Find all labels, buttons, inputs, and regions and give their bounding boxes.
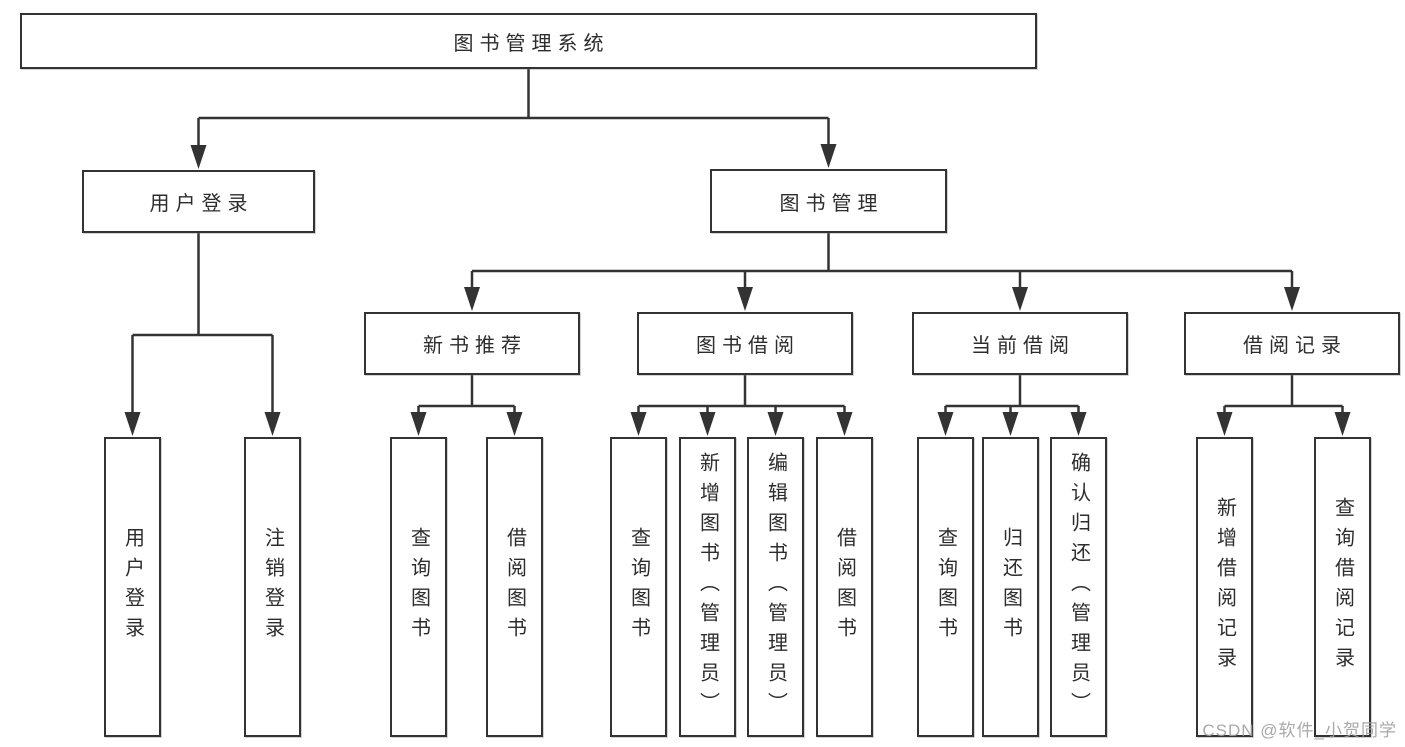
leaf-confirm-return-admin: 确认归还（管理员） — [1050, 437, 1107, 737]
node-label: 查询图书 — [407, 527, 430, 647]
leaf-user-login: 用户登录 — [104, 437, 161, 737]
arrowhead — [264, 412, 281, 436]
arrowhead — [820, 144, 837, 168]
leaf-query-books-borrow: 查询图书 — [610, 437, 667, 737]
arrowheads — [124, 144, 1351, 436]
connector-user-login-children — [131, 233, 274, 417]
node-label: 注销登录 — [261, 527, 284, 647]
leaf-borrow-books-recommend: 借阅图书 — [486, 437, 543, 737]
arrowhead — [1002, 412, 1019, 436]
arrowhead — [767, 412, 784, 436]
node-label: 图书借阅 — [696, 335, 800, 357]
node-borrow-records: 借阅记录 — [1184, 312, 1400, 375]
leaf-return-book: 归还图书 — [982, 437, 1039, 737]
node-label: 归还图书 — [999, 527, 1022, 647]
connector-book-borrow-children — [637, 375, 846, 417]
node-label: 新书推荐 — [423, 335, 527, 357]
leaf-edit-book-admin: 编辑图书（管理员） — [747, 437, 804, 737]
connector-root-to-level2 — [197, 69, 830, 150]
arrowhead — [737, 287, 753, 311]
leaf-add-borrow-record: 新增借阅记录 — [1196, 437, 1253, 737]
node-new-book-recommend: 新书推荐 — [364, 312, 580, 375]
leaf-logout: 注销登录 — [244, 437, 301, 737]
arrowhead — [190, 145, 207, 169]
arrowhead — [124, 412, 141, 436]
connector-borrow-records-children — [1223, 375, 1344, 417]
node-label: 当前借阅 — [971, 335, 1075, 357]
leaf-add-book-admin: 新增图书（管理员） — [679, 437, 736, 737]
leaf-borrow-books: 借阅图书 — [816, 437, 873, 737]
leaf-query-books-recommend: 查询图书 — [390, 437, 447, 737]
connector-book-management-children — [470, 233, 1294, 292]
node-label: 查询图书 — [627, 527, 650, 647]
node-user-login: 用户登录 — [82, 170, 315, 233]
arrowhead — [506, 412, 523, 436]
node-label: 用户登录 — [149, 193, 254, 215]
connector-new-book-recommend-children — [417, 375, 516, 417]
arrowhead — [630, 412, 647, 436]
arrowhead — [699, 412, 716, 436]
csdn-watermark: CSDN @软件_小贺同学 — [1202, 721, 1397, 740]
node-label: 图书管理系统 — [453, 32, 610, 55]
node-label: 编辑图书（管理员） — [764, 452, 787, 722]
node-label: 借阅图书 — [833, 527, 856, 647]
leaf-query-borrow-record: 查询借阅记录 — [1314, 437, 1371, 737]
node-book-borrow: 图书借阅 — [637, 312, 853, 375]
arrowhead — [1334, 412, 1351, 436]
node-label: 新增借阅记录 — [1213, 497, 1236, 677]
node-label: 查询借阅记录 — [1331, 497, 1354, 677]
arrowhead — [410, 412, 427, 436]
node-label: 确认归还（管理员） — [1067, 452, 1090, 722]
node-book-management: 图书管理 — [710, 169, 947, 233]
arrowhead — [836, 412, 853, 436]
node-label: 用户登录 — [121, 527, 144, 647]
node-label: 新增图书（管理员） — [696, 452, 719, 722]
node-label: 借阅图书 — [503, 527, 526, 647]
arrowhead — [464, 287, 480, 311]
arrowhead — [937, 412, 954, 436]
connector-current-borrow-children — [944, 375, 1080, 417]
node-library-management-system: 图书管理系统 — [20, 13, 1037, 69]
leaf-query-books-current: 查询图书 — [917, 437, 974, 737]
node-label: 查询图书 — [934, 527, 957, 647]
arrowhead — [1012, 287, 1028, 311]
node-label: 图书管理 — [779, 192, 884, 215]
arrowhead — [1216, 412, 1233, 436]
node-label: 借阅记录 — [1243, 335, 1347, 357]
arrowhead — [1070, 412, 1087, 436]
arrowhead — [1284, 287, 1300, 311]
node-current-borrow: 当前借阅 — [912, 312, 1128, 375]
